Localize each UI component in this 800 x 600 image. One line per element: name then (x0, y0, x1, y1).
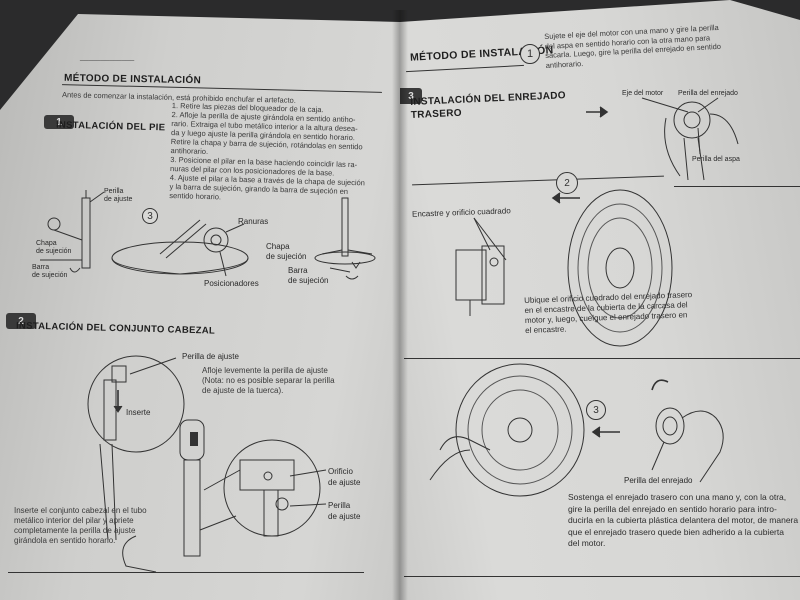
section1-title: INSTALACIÓN DEL PIE (55, 119, 166, 134)
step3-text: Sostenga el enrejado trasero con una man… (568, 492, 799, 548)
step2-text: Ubique el orificio cuadrado del enrejado… (524, 290, 693, 335)
label-inserte: Inserte (126, 408, 151, 417)
step2-circle: 2 (556, 172, 578, 194)
label-perilla-ajuste-2: Perilla de ajuste (182, 352, 239, 361)
section2-bottom-text: Inserte el conjunto cabezal en el tubo m… (14, 506, 147, 545)
top-running-text: _____________ (80, 52, 135, 61)
section3-number-tab: 3 (400, 88, 422, 104)
left-bottom-rule (8, 572, 364, 573)
divider-rule-3 (404, 358, 800, 359)
step1-circle: 1 (520, 44, 540, 64)
section1-number-tab: 1 (44, 115, 74, 129)
stand-illustration (30, 180, 390, 300)
rear-grille-illustration (430, 190, 730, 360)
head-illustration (0, 340, 400, 590)
label-posicionadores: Posicionadores (204, 279, 259, 288)
section2-title: INSTALACIÓN DEL CONJUNTO CABEZAL (15, 320, 216, 337)
right-bottom-rule (404, 576, 800, 577)
divider-rule-2 (674, 186, 800, 187)
label-perilla-enrejado: Perilla del enrejado (624, 476, 693, 485)
step3-circle: 3 (586, 400, 606, 420)
section2-number-tab: 2 (6, 313, 36, 329)
right-header-rule (406, 64, 524, 73)
label-eje-motor: Eje del motor (622, 90, 664, 97)
label-perilla-enrejado-top: Perilla del enrejado (678, 90, 738, 97)
book-spine-shadow (392, 10, 408, 600)
front-knob-illustration (420, 360, 800, 500)
label-ranuras: Ranuras (238, 217, 269, 226)
step1-text: Sujete el eje del motor con una mano y g… (544, 22, 722, 70)
section1-step-circle: 3 (142, 208, 158, 224)
motor-shaft-illustration (586, 88, 800, 188)
right-page: MÉTODO DE INSTALACIÓN 1 Sujete el eje de… (400, 0, 800, 600)
section3-title: INSTALACIÓN DEL ENREJADO TRASERO (410, 90, 567, 121)
perilla-note: Afloje levemente la perilla de ajuste (N… (202, 366, 335, 395)
label-perilla-aspa: Perilla del aspa (692, 156, 740, 163)
left-page: _____________ MÉTODO DE INSTALACIÓN Ante… (0, 14, 400, 600)
